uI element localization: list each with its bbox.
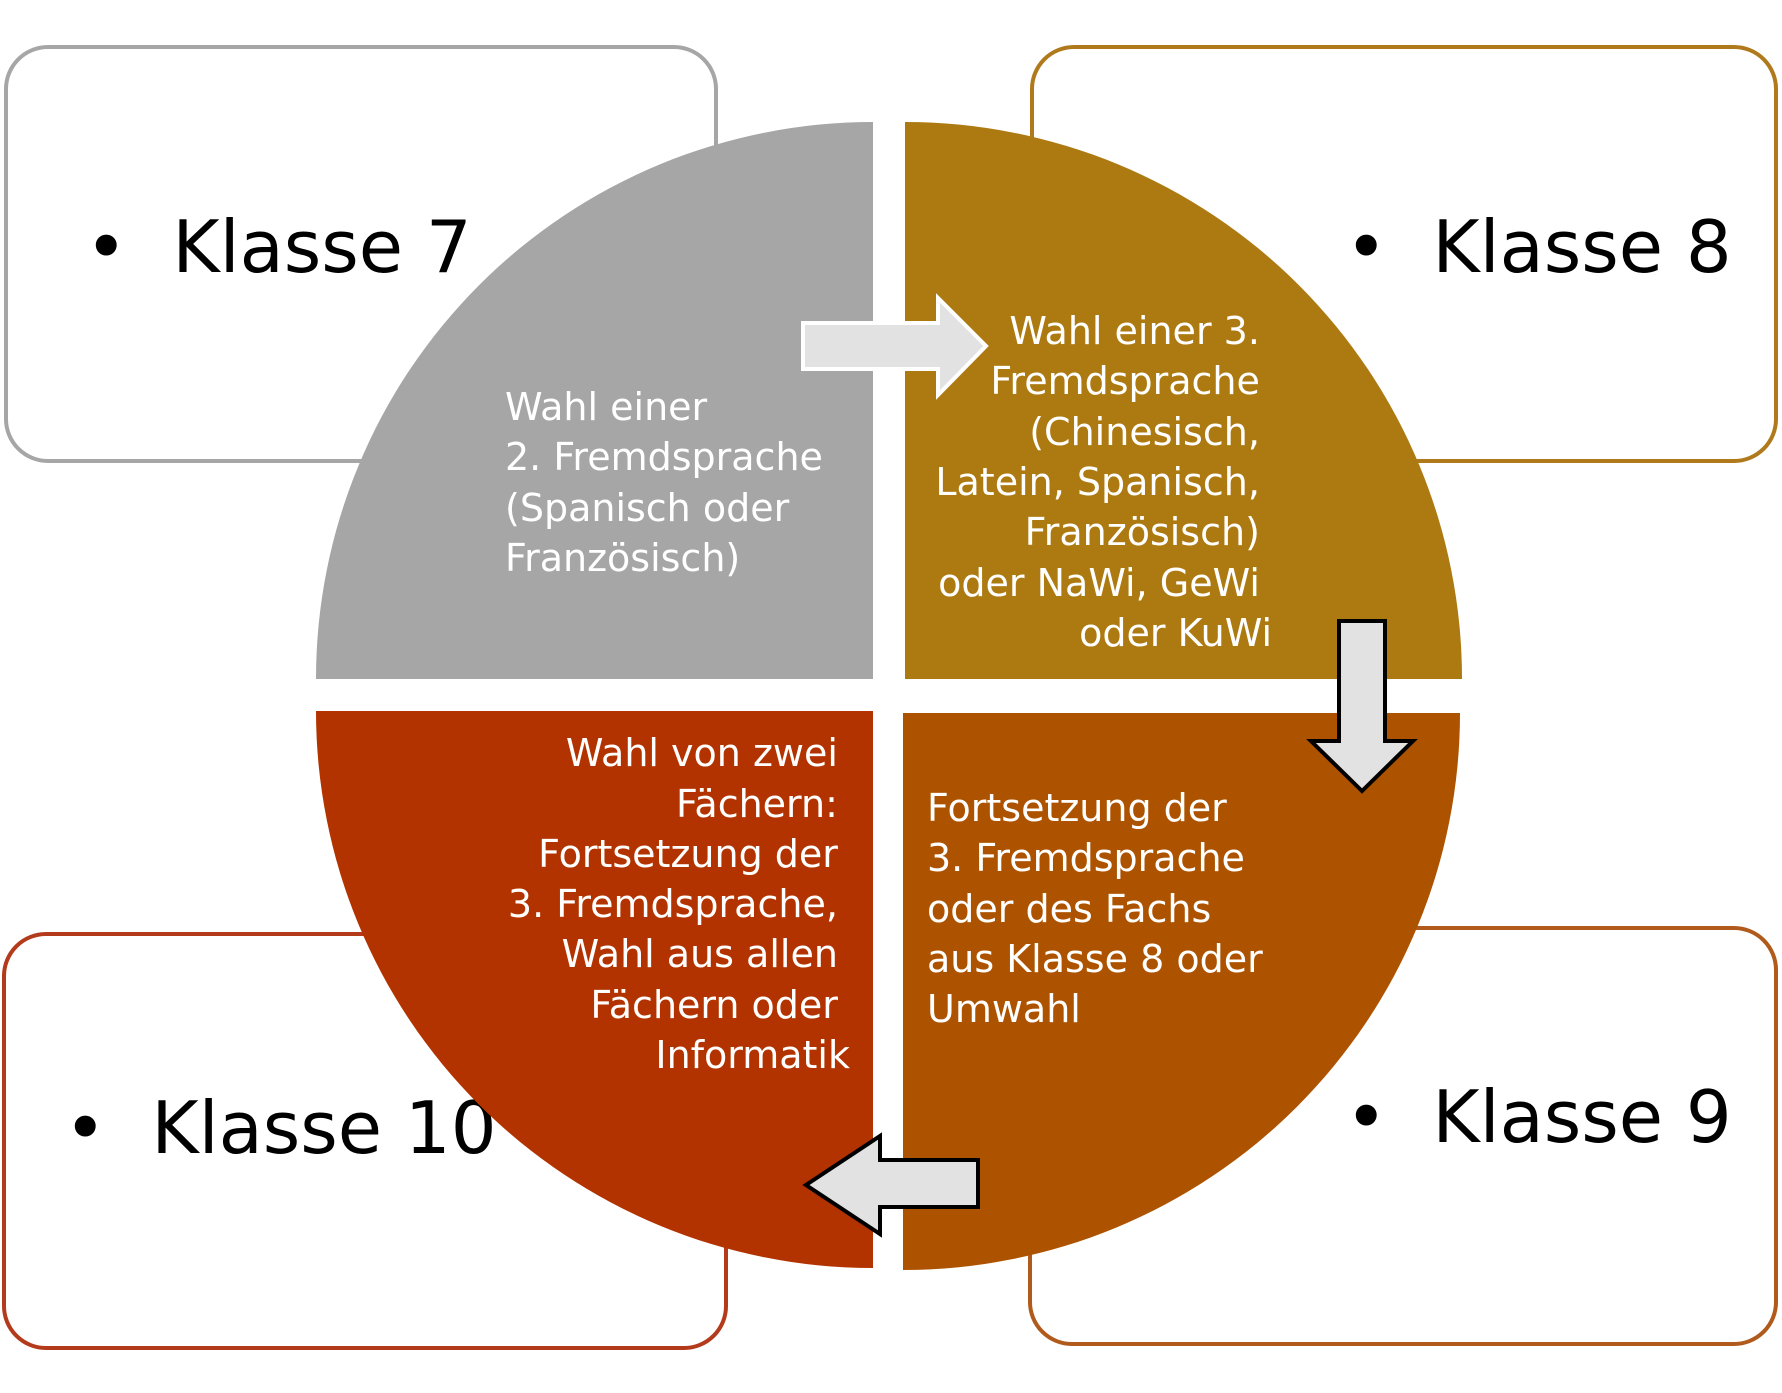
svg-text:• Klasse 9: • Klasse 9 xyxy=(1345,1075,1732,1159)
segment-bottom-left xyxy=(316,711,873,1268)
arrow-right-icon xyxy=(801,293,989,400)
segment-top-right xyxy=(905,122,1462,679)
box-label-klasse-8: Klasse 8 xyxy=(1432,205,1731,289)
svg-text:• Klasse 10: • Klasse 10 xyxy=(64,1086,497,1170)
bullet: • xyxy=(85,205,127,289)
bullet: • xyxy=(1345,205,1387,289)
svg-text:• Klasse 7: • Klasse 7 xyxy=(85,205,472,289)
segment-top-left xyxy=(316,122,873,679)
svg-text:• Klasse 8: • Klasse 8 xyxy=(1345,205,1732,289)
bullet: • xyxy=(1345,1075,1387,1159)
bullet: • xyxy=(64,1086,106,1170)
segment-text-top-right: Wahl einer 3. Fremdsprache (Chinesisch, … xyxy=(935,309,1272,655)
segment-bottom-right xyxy=(903,713,1460,1270)
segment-text-bottom-right: Fortsetzung der 3. Fremdsprache oder des… xyxy=(927,786,1275,1031)
segment-text-bottom-left: Wahl von zwei Fächern: Fortsetzung der 3… xyxy=(508,731,850,1077)
box-label-klasse-7: Klasse 7 xyxy=(172,205,471,289)
box-label-klasse-10: Klasse 10 xyxy=(151,1086,496,1170)
arrow-down-icon xyxy=(1306,619,1418,794)
arrow-left-icon xyxy=(802,1132,980,1238)
segment-text-top-left: Wahl einer 2. Fremdsprache (Spanisch ode… xyxy=(505,385,835,580)
box-label-klasse-9: Klasse 9 xyxy=(1432,1075,1731,1159)
